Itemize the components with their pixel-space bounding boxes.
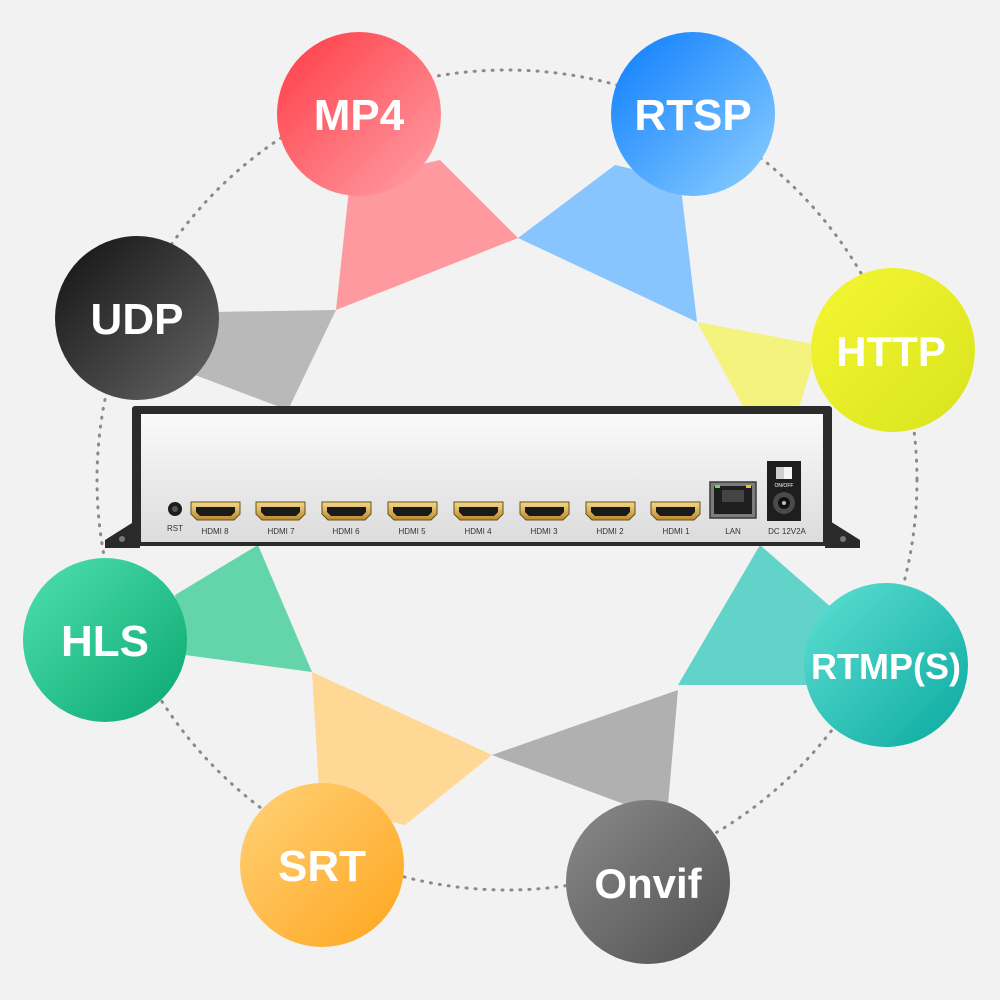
power-label: DC 12V2A: [768, 527, 806, 536]
srt-label: SRT: [278, 842, 366, 891]
rtmp-bubble: RTMP(S): [804, 583, 968, 747]
hdmi-4-label: HDMI 4: [464, 527, 492, 536]
srt-pointer: [312, 672, 492, 825]
hdmi-5-label: HDMI 5: [398, 527, 426, 536]
onvif-pointer: [492, 690, 678, 810]
mp4-label: MP4: [314, 91, 405, 140]
rtmp-pointer: [678, 545, 840, 685]
hdmi-port-3: HDMI 3: [519, 501, 570, 536]
hdmi-port-4: HDMI 4: [453, 501, 504, 536]
lan-port: LAN: [709, 481, 757, 536]
rtsp-bubble: RTSP: [611, 32, 775, 196]
onvif-bubble: Onvif: [566, 800, 730, 964]
hdmi-2-label: HDMI 2: [596, 527, 624, 536]
encoder-device: RST HDMI 8 HDMI 7 HDMI 6 HDMI 5 HDMI 4: [105, 406, 860, 548]
hls-pointer: [175, 545, 312, 672]
http-bubble: HTTP: [811, 268, 975, 432]
mp4-pointer: [336, 160, 518, 310]
udp-bubble: UDP: [55, 236, 219, 400]
hdmi-port-6: HDMI 6: [321, 501, 372, 536]
hdmi-1-label: HDMI 1: [662, 527, 690, 536]
udp-label: UDP: [91, 295, 184, 344]
hdmi-7-label: HDMI 7: [267, 527, 295, 536]
hdmi-port-1: HDMI 1: [650, 501, 701, 536]
hls-bubble: HLS: [23, 558, 187, 722]
http-pointer: [697, 322, 818, 410]
hdmi-port-7: HDMI 7: [255, 501, 306, 536]
hdmi-port-2: HDMI 2: [585, 501, 636, 536]
hdmi-6-label: HDMI 6: [332, 527, 360, 536]
hdmi-3-label: HDMI 3: [530, 527, 558, 536]
lan-label: LAN: [725, 527, 741, 536]
rtsp-label: RTSP: [634, 91, 751, 140]
hdmi-8-label: HDMI 8: [201, 527, 229, 536]
switch-label: ON/OFF: [775, 483, 794, 489]
reset-label: RST: [167, 524, 183, 533]
mp4-bubble: MP4: [277, 32, 441, 196]
power-section: ON/OFF DC 12V2A: [767, 461, 807, 536]
hls-label: HLS: [61, 617, 149, 666]
reset-button: RST: [167, 502, 183, 533]
rtsp-pointer: [518, 165, 697, 322]
device-back-panel: [141, 414, 823, 542]
http-label: HTTP: [836, 328, 946, 375]
udp-pointer: [195, 310, 336, 410]
hdmi-port-8: HDMI 8: [190, 501, 241, 536]
onvif-label: Onvif: [594, 860, 702, 907]
srt-bubble: SRT: [240, 783, 404, 947]
rtmp-label: RTMP(S): [811, 646, 961, 687]
hdmi-port-5: HDMI 5: [387, 501, 438, 536]
dotted-ring: [95, 68, 919, 892]
